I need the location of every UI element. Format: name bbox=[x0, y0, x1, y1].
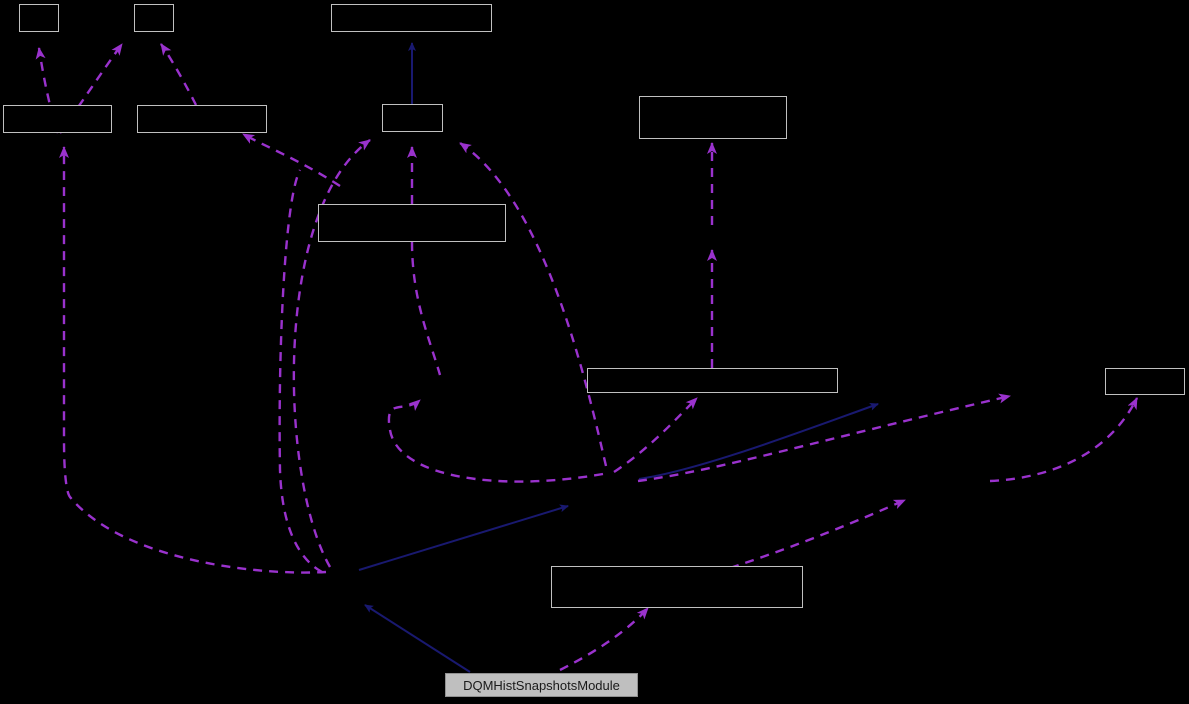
graph-node-current[interactable]: DQMHistSnapshotsModule bbox=[445, 673, 638, 697]
edge-use-hub-to-farright bbox=[989, 397, 1139, 483]
edge-inherit-lowerhub-to-hub bbox=[358, 504, 569, 571]
edge-use-hub-curve-right bbox=[637, 393, 1011, 483]
graph-node[interactable] bbox=[331, 4, 492, 32]
edge-use-hub-to-wide-mid bbox=[410, 241, 442, 376]
edge-use-bottom-to-farright bbox=[729, 498, 906, 570]
graph-node[interactable] bbox=[551, 566, 803, 608]
edge-use-left-c bbox=[160, 43, 198, 106]
edge-use-hub-to-wide-right bbox=[613, 397, 698, 473]
graph-node[interactable] bbox=[3, 105, 112, 133]
graph-node[interactable] bbox=[134, 4, 174, 32]
edge-junction-hub-lower bbox=[340, 580, 341, 581]
edge-use-lowerhub-to-leftbox bbox=[59, 146, 327, 574]
edge-inherit-hub-to-wide bbox=[638, 402, 879, 480]
graph-node[interactable] bbox=[318, 204, 506, 242]
edge-use-module-to-bottom bbox=[559, 607, 649, 672]
edge-use-center-cross bbox=[387, 399, 604, 483]
graph-node[interactable] bbox=[639, 96, 787, 139]
edge-junction-hub-upper bbox=[610, 480, 611, 481]
edge-inherit-module-to-lowerhub bbox=[364, 604, 471, 673]
graph-node[interactable] bbox=[382, 104, 443, 132]
graph-node[interactable] bbox=[137, 105, 267, 133]
edge-use-hub-to-center bbox=[459, 142, 608, 467]
edge-use-cross-to-center-box bbox=[242, 132, 341, 188]
graph-node[interactable] bbox=[19, 4, 59, 32]
graph-node[interactable] bbox=[587, 368, 838, 393]
node-label-current: DQMHistSnapshotsModule bbox=[463, 677, 620, 693]
graph-node[interactable] bbox=[1105, 368, 1185, 395]
edge-junction-label-node-right bbox=[712, 190, 713, 191]
edge-use-lowerhub-to-leftbox2 bbox=[278, 169, 323, 574]
